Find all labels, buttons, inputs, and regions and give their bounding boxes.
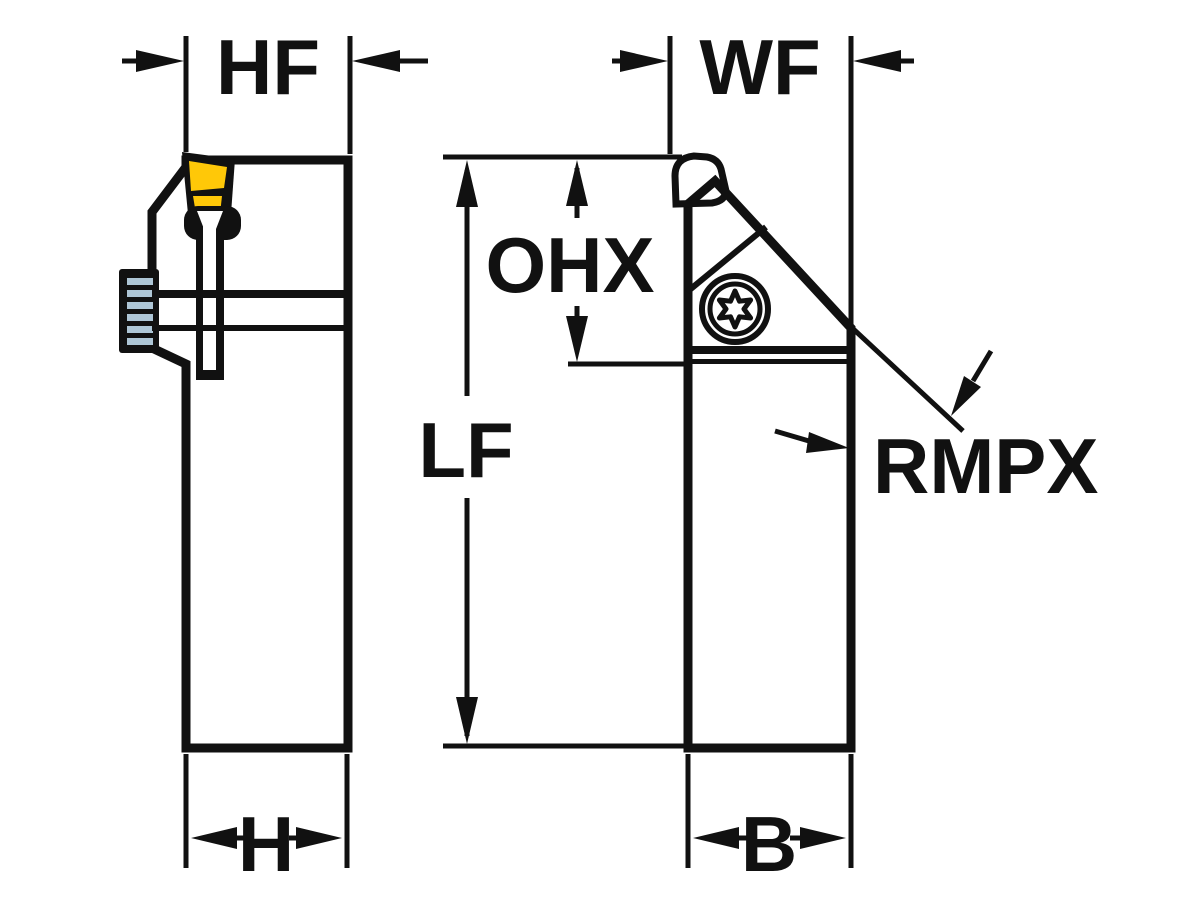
insert-seat-line xyxy=(685,224,768,295)
callout-rmpx: RMPX xyxy=(774,349,1098,510)
insert-top-face xyxy=(189,161,227,191)
adjustment-knob-icon xyxy=(119,269,159,353)
body-joint-line-upper xyxy=(152,290,348,298)
junction-line-upper xyxy=(684,346,855,354)
dimension-hf: HF xyxy=(122,23,428,154)
side-view-body xyxy=(147,155,353,753)
front-view xyxy=(671,152,965,753)
front-view-insert xyxy=(671,152,730,208)
dimension-h: H xyxy=(183,754,350,888)
dimension-wf: WF xyxy=(612,23,914,326)
side-view xyxy=(119,152,353,753)
dimension-label-b: B xyxy=(741,800,797,888)
dimension-lf: LF xyxy=(418,154,684,749)
dimension-label-wf: WF xyxy=(699,23,820,111)
front-view-body xyxy=(683,174,856,753)
dimension-b: B xyxy=(685,754,854,888)
ramp-face-extension-line xyxy=(847,323,965,433)
dimension-label-h: H xyxy=(238,800,294,888)
rmpx-pointer-to-body-edge xyxy=(774,428,810,444)
dimension-label-rmpx: RMPX xyxy=(873,422,1098,510)
torx-screw-icon xyxy=(699,273,771,345)
dimension-ohx: OHX xyxy=(485,160,684,367)
rmpx-pointer-to-ramp-line xyxy=(970,349,994,383)
junction-line-lower xyxy=(684,359,855,364)
dimension-label-ohx: OHX xyxy=(485,221,654,309)
body-joint-line-lower xyxy=(152,325,348,331)
dimension-label-hf: HF xyxy=(216,23,320,111)
dimension-label-lf: LF xyxy=(418,406,513,494)
